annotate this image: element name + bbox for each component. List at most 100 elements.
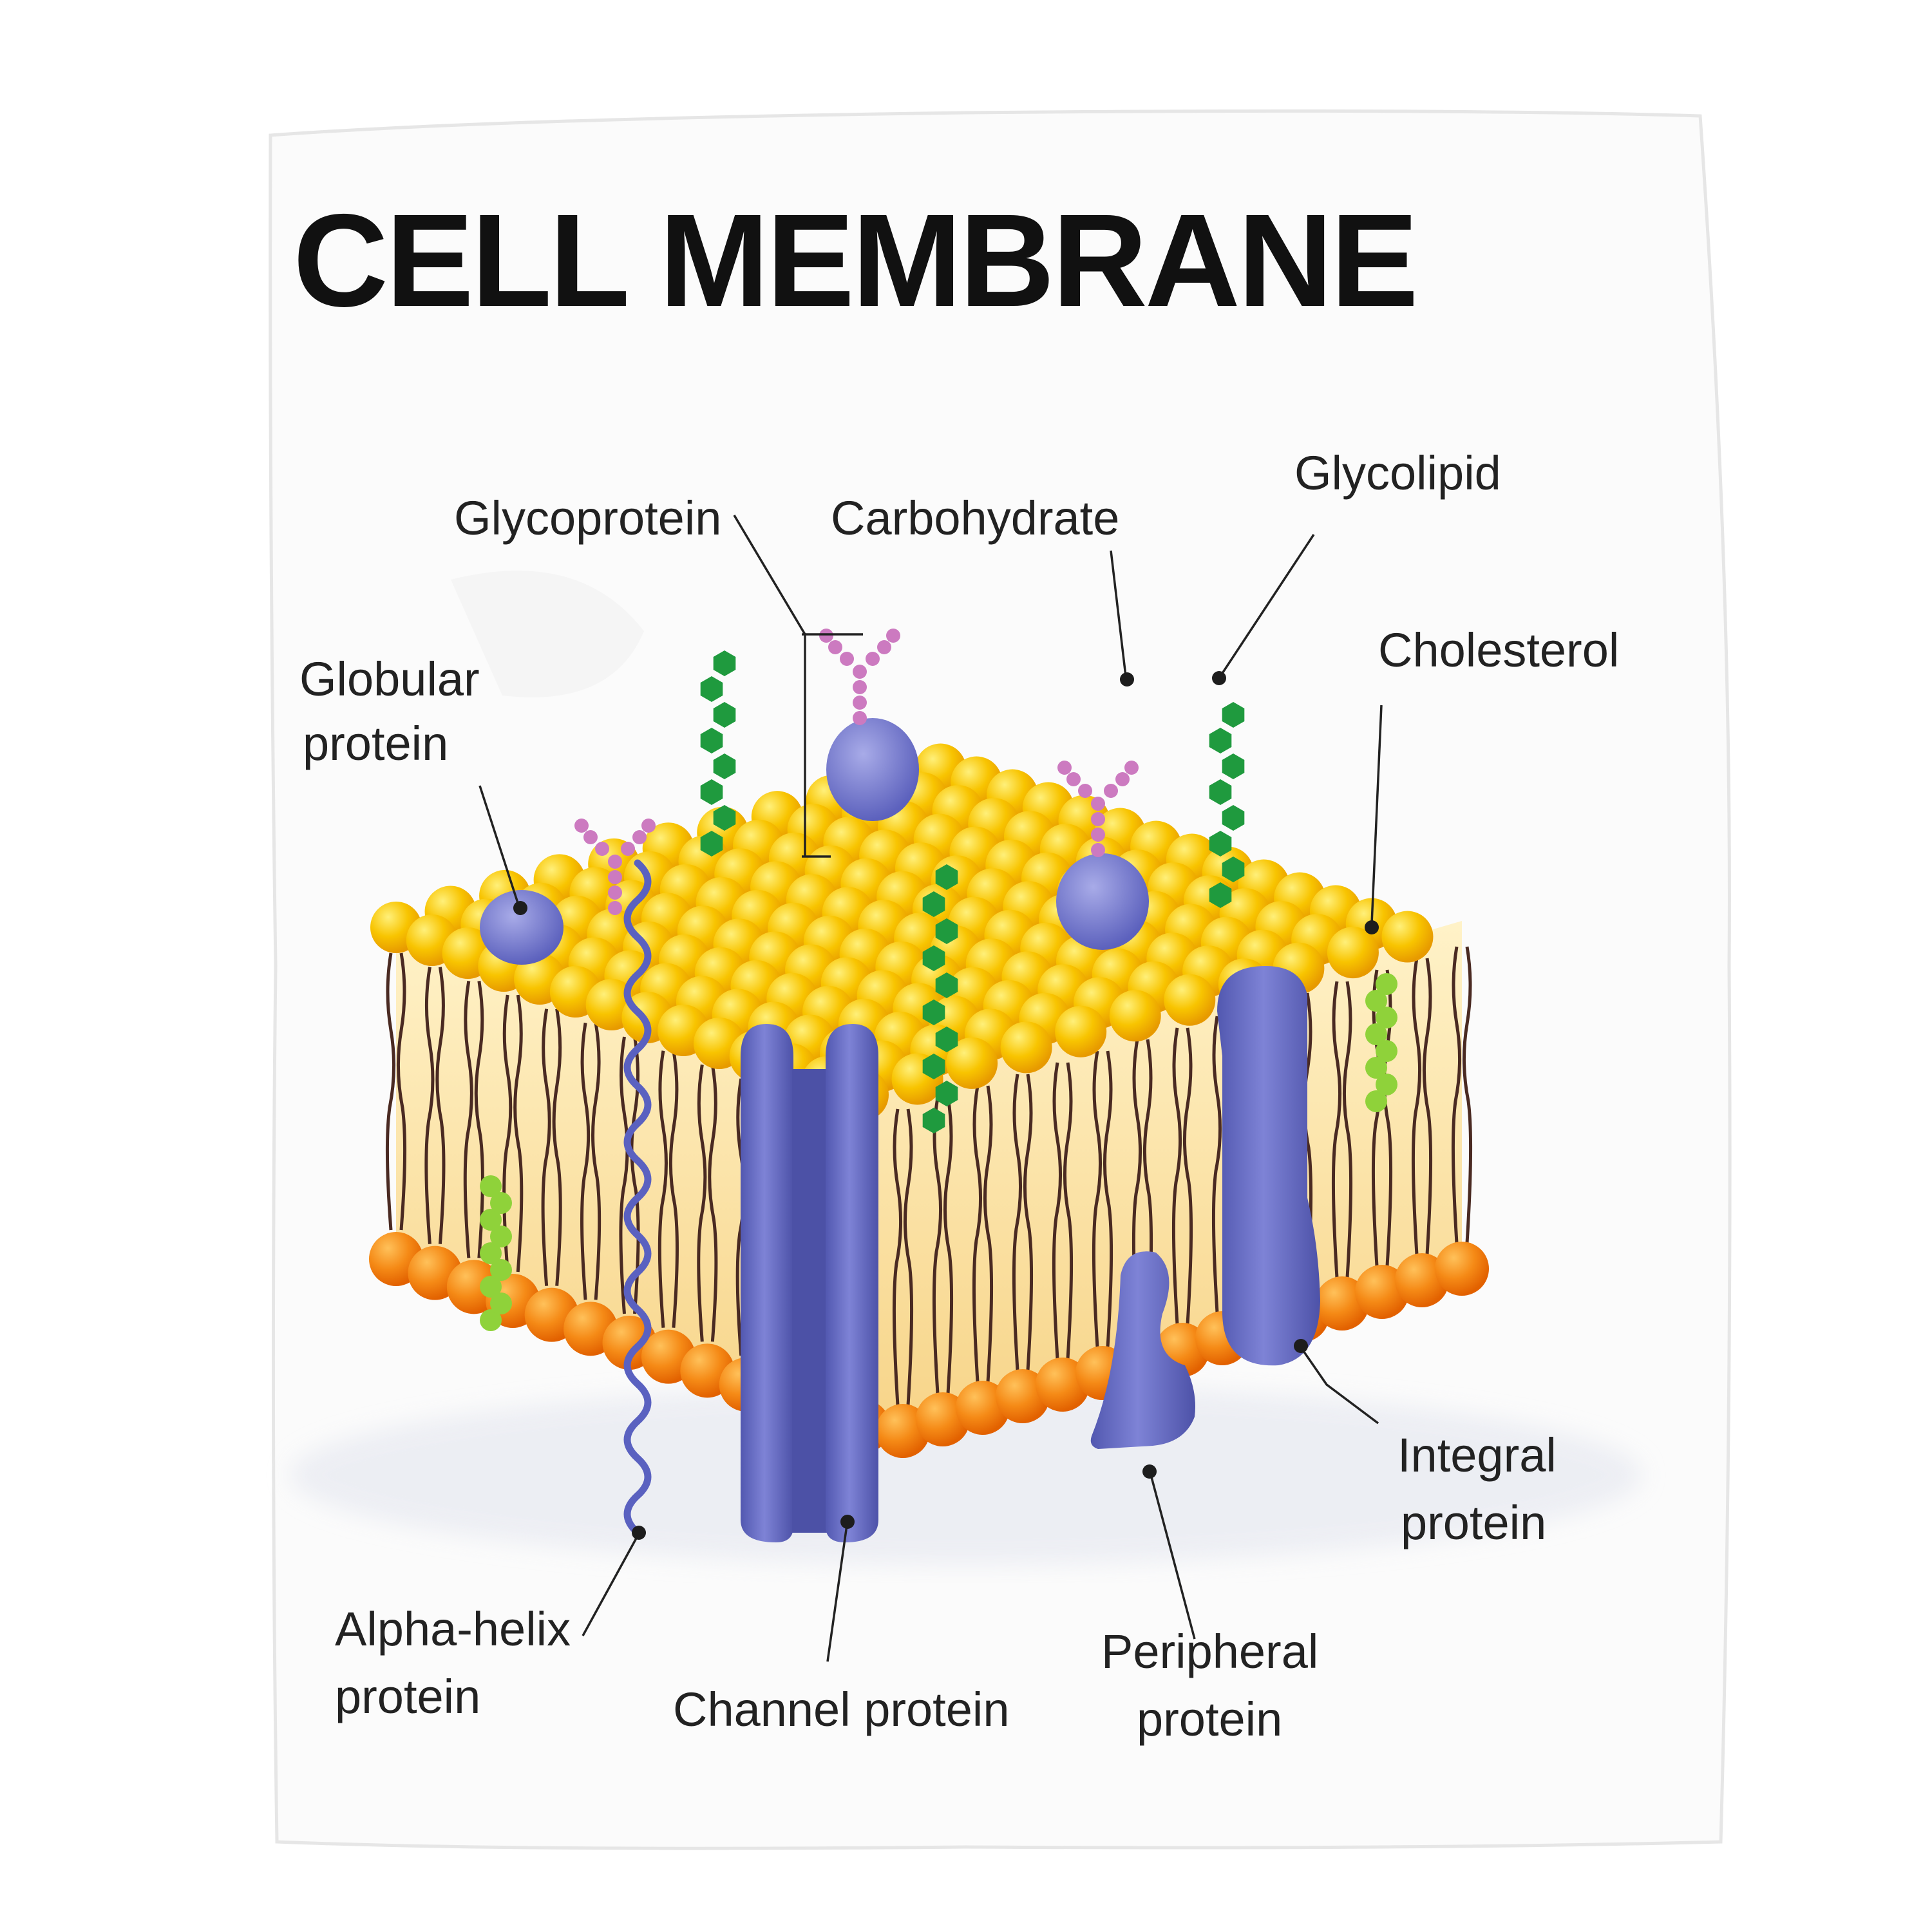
carbohydrate-chain: [1091, 843, 1105, 857]
carbohydrate-chain: [595, 842, 609, 856]
lipid-tail: [1063, 1062, 1074, 1359]
lipid-head: [1055, 1005, 1107, 1057]
carbohydrate-chain: [1066, 772, 1081, 786]
lipid-head: [1109, 990, 1161, 1042]
lipid-tail: [591, 1022, 601, 1300]
lipid-tail: [943, 1097, 954, 1394]
glycolipid-chain: [922, 1108, 945, 1133]
leader-lines: [478, 515, 1383, 1662]
cholesterol-molecule: [490, 1226, 512, 1247]
carbohydrate-chain: [886, 629, 900, 643]
glycolipid-chain: [935, 918, 958, 944]
molecule-chains: [480, 629, 1397, 1331]
lipid-tail: [552, 1009, 562, 1286]
carbohydrate-chain: [1091, 797, 1105, 811]
glycolipid-chain: [922, 1054, 945, 1079]
label-peripheral-line2: protein: [1137, 1692, 1282, 1746]
lipid-tail: [513, 994, 524, 1273]
label-glycoprotein: Glycoprotein: [454, 491, 721, 545]
lipid-tail: [1023, 1074, 1034, 1371]
cholesterol-molecule: [480, 1276, 502, 1298]
glycolipid-chain: [700, 728, 723, 753]
lipid-head-lower: [1435, 1242, 1489, 1296]
carbohydrate-chain: [621, 842, 635, 856]
glycolipid-chain: [922, 891, 945, 917]
carbohydrate-chain: [877, 640, 891, 654]
cholesterol-molecule: [490, 1259, 512, 1281]
label-integral-line2: protein: [1401, 1496, 1546, 1549]
label-alpha-helix-line2: protein: [335, 1670, 480, 1723]
glycolipid-chain: [922, 999, 945, 1025]
lipid-tail: [983, 1085, 994, 1383]
lipid-tail: [1103, 1050, 1113, 1348]
carbohydrate-chain: [583, 830, 598, 844]
channel-protein: [741, 1024, 878, 1542]
cholesterol-molecule: [480, 1209, 502, 1231]
glycolipid-chain: [1222, 857, 1245, 882]
carbohydrate-chain: [853, 665, 867, 679]
glycolipid-chain: [1222, 805, 1245, 831]
glycolipid-chain: [922, 945, 945, 971]
peripheral-protein: [1090, 1251, 1195, 1449]
lipid-head: [1381, 911, 1434, 963]
lipid-head: [946, 1037, 998, 1089]
lipid-head: [1000, 1021, 1052, 1074]
lipid-tail: [541, 1009, 551, 1286]
carbohydrate-chain: [1078, 784, 1092, 798]
lipid-tail: [1012, 1074, 1023, 1371]
lipid-tail: [463, 980, 473, 1258]
cholesterol-molecule: [1376, 973, 1397, 995]
cholesterol-molecule: [480, 1309, 502, 1331]
lipid-tail: [424, 967, 435, 1244]
lipid-tail: [1092, 1050, 1103, 1348]
lipid-tail: [1451, 946, 1462, 1244]
label-globular-protein-line1: Globular: [299, 652, 480, 706]
label-globular-protein-line2: protein: [303, 717, 448, 770]
label-glycolipid: Glycolipid: [1294, 446, 1501, 500]
lipid-tail: [903, 1108, 914, 1406]
carbohydrate-chain: [853, 680, 867, 694]
cholesterol-molecule: [480, 1175, 502, 1197]
cholesterol-molecule: [1376, 1074, 1397, 1095]
lipid-tail: [892, 1108, 903, 1406]
glycolipid-chain: [700, 779, 723, 805]
glycolipid-chain: [1209, 831, 1232, 857]
label-channel-protein: Channel protein: [673, 1683, 1009, 1736]
lipid-tail: [396, 952, 407, 1231]
carbohydrate-chain: [840, 652, 854, 666]
diagram-title: CELL MEMBRANE: [293, 187, 1416, 334]
lipid-tail: [1211, 1016, 1222, 1313]
lipid-tail: [580, 1022, 591, 1300]
lipid-tail: [385, 952, 396, 1231]
lipid-tail: [658, 1050, 668, 1328]
glycolipid-chain: [700, 676, 723, 702]
glycolipid-chain: [700, 831, 723, 857]
carbohydrate-chain: [866, 652, 880, 666]
glycolipid-chain: [713, 753, 736, 779]
carbohydrate-chain: [1115, 772, 1130, 786]
glycolipid-chain: [935, 1081, 958, 1106]
cholesterol-molecule: [1365, 1023, 1387, 1045]
label-carbohydrate: Carbohydrate: [831, 491, 1119, 545]
lipid-tail: [619, 1036, 629, 1314]
lipid-head: [1164, 974, 1216, 1026]
integral-protein: [1217, 966, 1320, 1366]
lipid-tail: [1422, 958, 1433, 1255]
lipid-tail: [708, 1064, 718, 1342]
lipid-tail: [1171, 1027, 1182, 1325]
carbohydrate-chain: [574, 819, 589, 833]
glycolipid-chain: [713, 702, 736, 728]
carbohydrate-chain: [1091, 812, 1105, 826]
lipid-tail: [1052, 1062, 1063, 1359]
cholesterol-molecule: [1365, 1057, 1387, 1079]
cholesterol-molecule: [1376, 1007, 1397, 1028]
glycoprotein-body: [826, 718, 919, 821]
lipid-head: [1327, 927, 1379, 979]
carbohydrate-chain: [1091, 828, 1105, 842]
glycolipid-chain: [935, 864, 958, 890]
carbohydrate-chain: [853, 696, 867, 710]
glycolipid-chain: [1222, 702, 1245, 728]
cholesterol-molecule: [1365, 1090, 1387, 1112]
lipid-tail: [1411, 958, 1422, 1255]
